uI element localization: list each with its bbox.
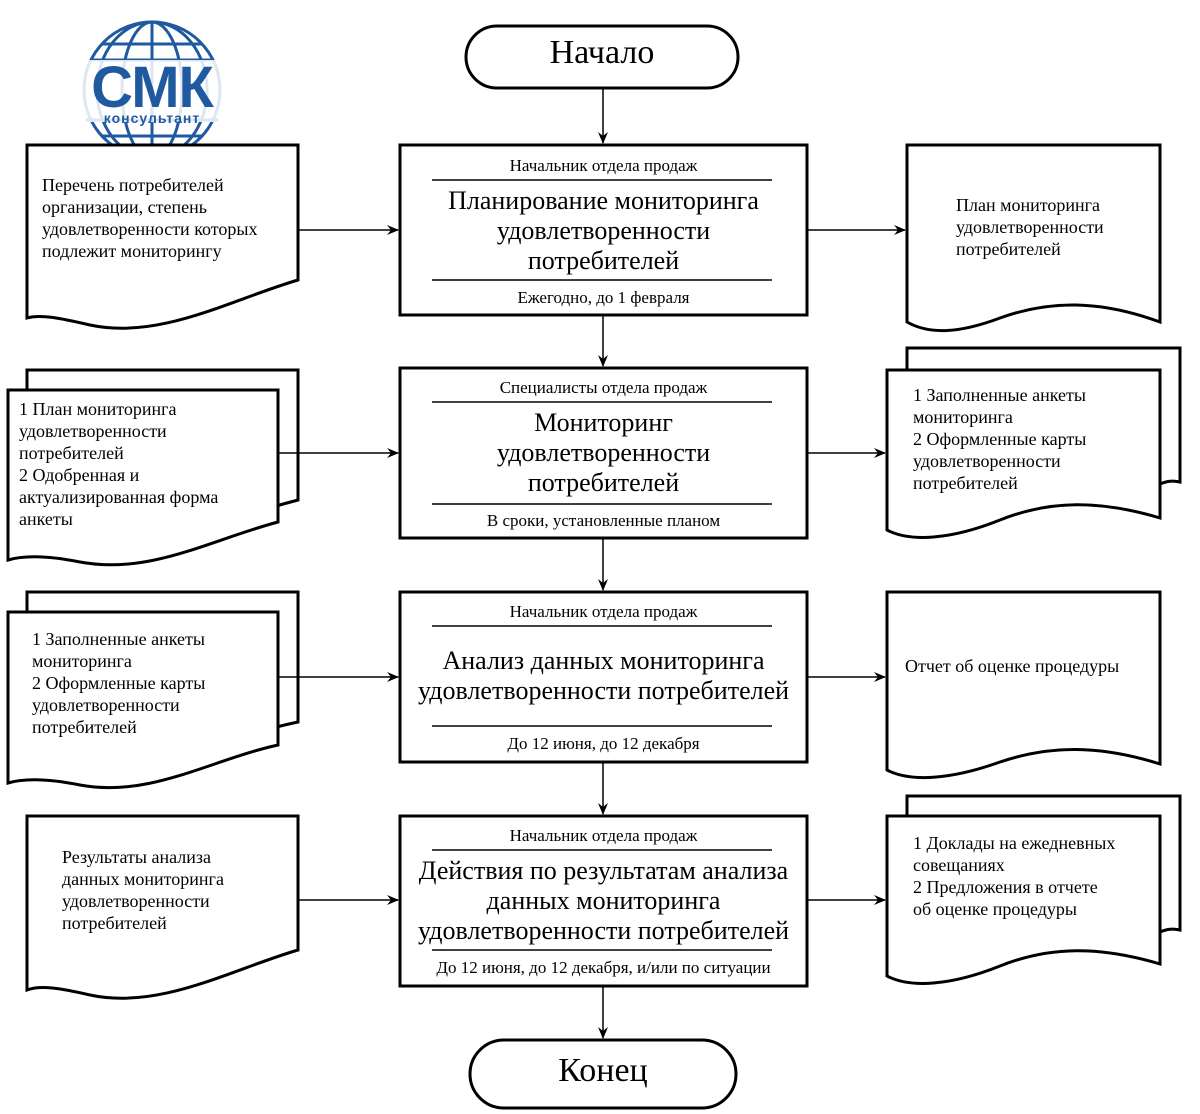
start-terminal (464, 24, 740, 90)
step-1-role: Начальник отдела продаж (509, 156, 698, 175)
step-4-title: Действия по результатам анализа данных м… (417, 856, 790, 945)
step-2-title: Мониторинг удовлетворенности потребителе… (496, 408, 711, 497)
step-3-input-doc: 1 Заполненные анкеты мониторинга 2 Оформ… (32, 629, 206, 737)
step-1-title: Планирование мониторинга удовлетвореннос… (448, 186, 759, 275)
step-1-input-doc: Перечень потребителей организации, степе… (42, 175, 258, 261)
process-box-4 (398, 814, 809, 988)
step-2-input-doc: 1 План мониторинга удовлетворенности пот… (19, 399, 219, 529)
document-shapes (6, 143, 1182, 1000)
step-2-output-doc: 1 Заполненные анкеты мониторинга 2 Оформ… (913, 385, 1087, 493)
step-2-role: Специалисты отдела продаж (499, 378, 708, 397)
step-4-role: Начальник отдела продаж (509, 826, 698, 845)
step-4-input-doc: Результаты анализа данных мониторинга уд… (62, 847, 224, 933)
process-box-1 (398, 143, 809, 317)
step-3-term: До 12 июня, до 12 декабря (507, 734, 700, 753)
process-box-3 (398, 590, 809, 764)
step-4-term: До 12 июня, до 12 декабря, и/или по ситу… (436, 958, 771, 977)
step-4-output-doc: 1 Доклады на ежедневных совещаниях 2 Пре… (913, 833, 1116, 919)
step-3-output-doc: Отчет об оценке процедуры (905, 656, 1120, 676)
step-2-term: В сроки, установленные планом (486, 511, 721, 530)
step-1-output-doc: План мониторинга удовлетворенности потре… (956, 195, 1104, 259)
end-label: Конец (558, 1052, 648, 1089)
step-3-role: Начальник отдела продаж (509, 602, 698, 621)
logo-main-text: СМК (91, 55, 214, 120)
end-terminal (468, 1038, 738, 1110)
start-label: Начало (549, 34, 655, 71)
flow-arrows (278, 88, 906, 1039)
logo-sub-text: консультант (103, 110, 201, 126)
step-1-term: Ежегодно, до 1 февраля (517, 288, 690, 307)
process-box-2 (398, 366, 809, 540)
step-3-title: Анализ данных мониторинга удовлетворенно… (417, 646, 790, 705)
